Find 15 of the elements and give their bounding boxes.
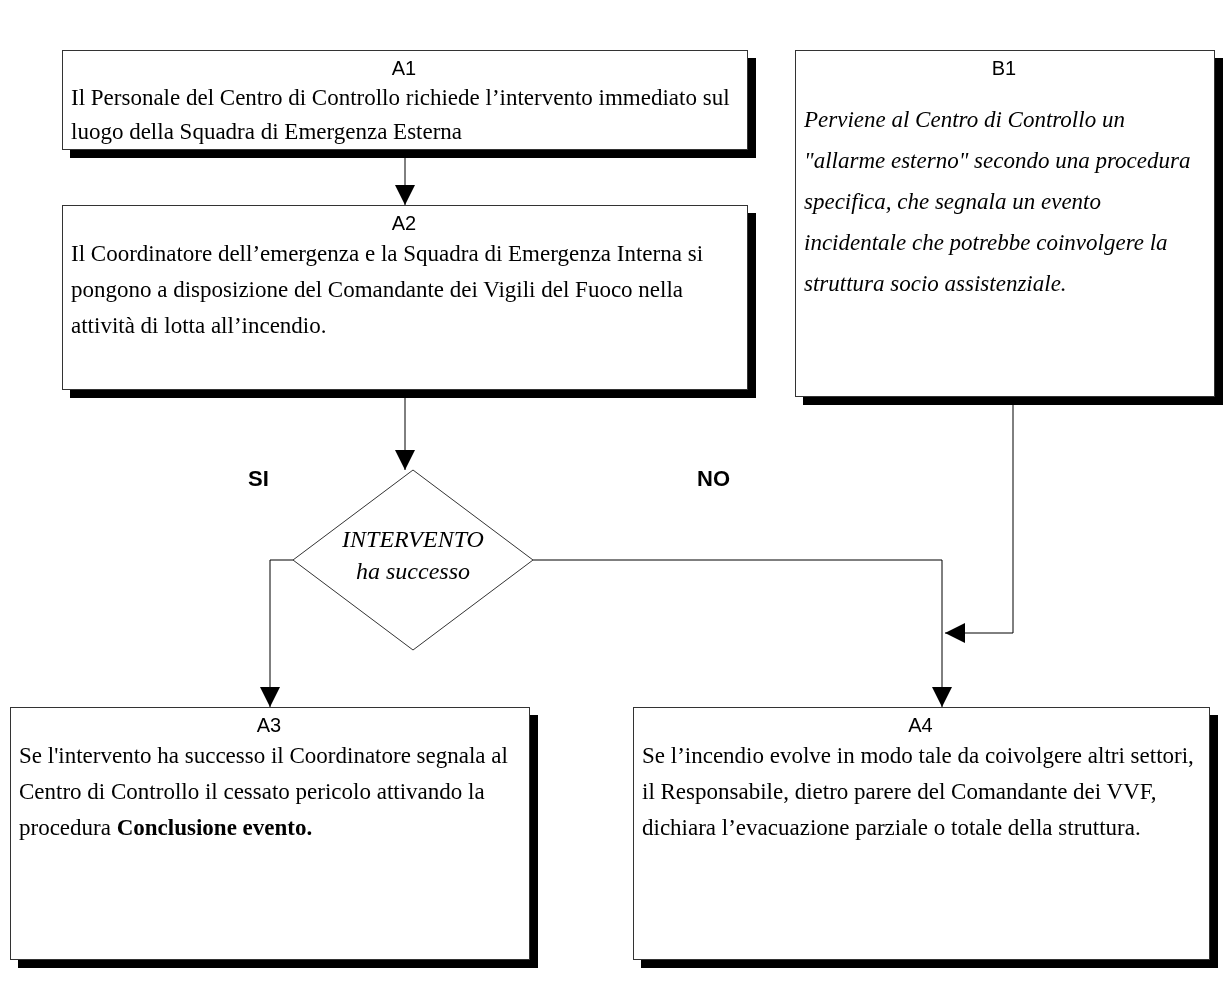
step-description: Perviene al Centro di Controllo un "allarme esterno" secondo una procedura specifica, che segnala un evento incidentale che potrebbe coinvolgere la struttura socio assistenziale. [804, 106, 1192, 298]
step-description: Il Personale del Centro di Controllo richiede l’intervento immediato sul luogo della Squadra di Emergenza Esterna [71, 84, 731, 146]
step-description: Il Coordinatore dell’emergenza e la Squadra di Emergenza Interna si pongono a disposizione del Comandante dei Vigili del Fuoco nella attività di lotta all’incendio. [71, 240, 705, 340]
step-id: B1 [990, 56, 1018, 81]
arrow [260, 559, 294, 708]
decision-text: INTERVENTO ha successo [341, 525, 485, 586]
arrow [532, 559, 952, 708]
step-id: A2 [390, 211, 418, 236]
step-id: A1 [390, 56, 418, 81]
step-id: A4 [907, 713, 934, 738]
step-description: Se l'intervento ha successo il Coordinatore segnala al Centro di Controllo il cessato pericolo attivando la procedura Conclusione evento. [19, 742, 509, 842]
step-description: Se l’incendio evolve in modo tale da coivolgere altri settori, il Responsabile, dietro parere del Comandante dei VVF, dichiara l’evacuazione parziale o totale della struttura. [642, 742, 1195, 842]
arrow [395, 397, 415, 471]
step-id: A3 [255, 713, 283, 738]
arrow [944, 404, 1014, 643]
